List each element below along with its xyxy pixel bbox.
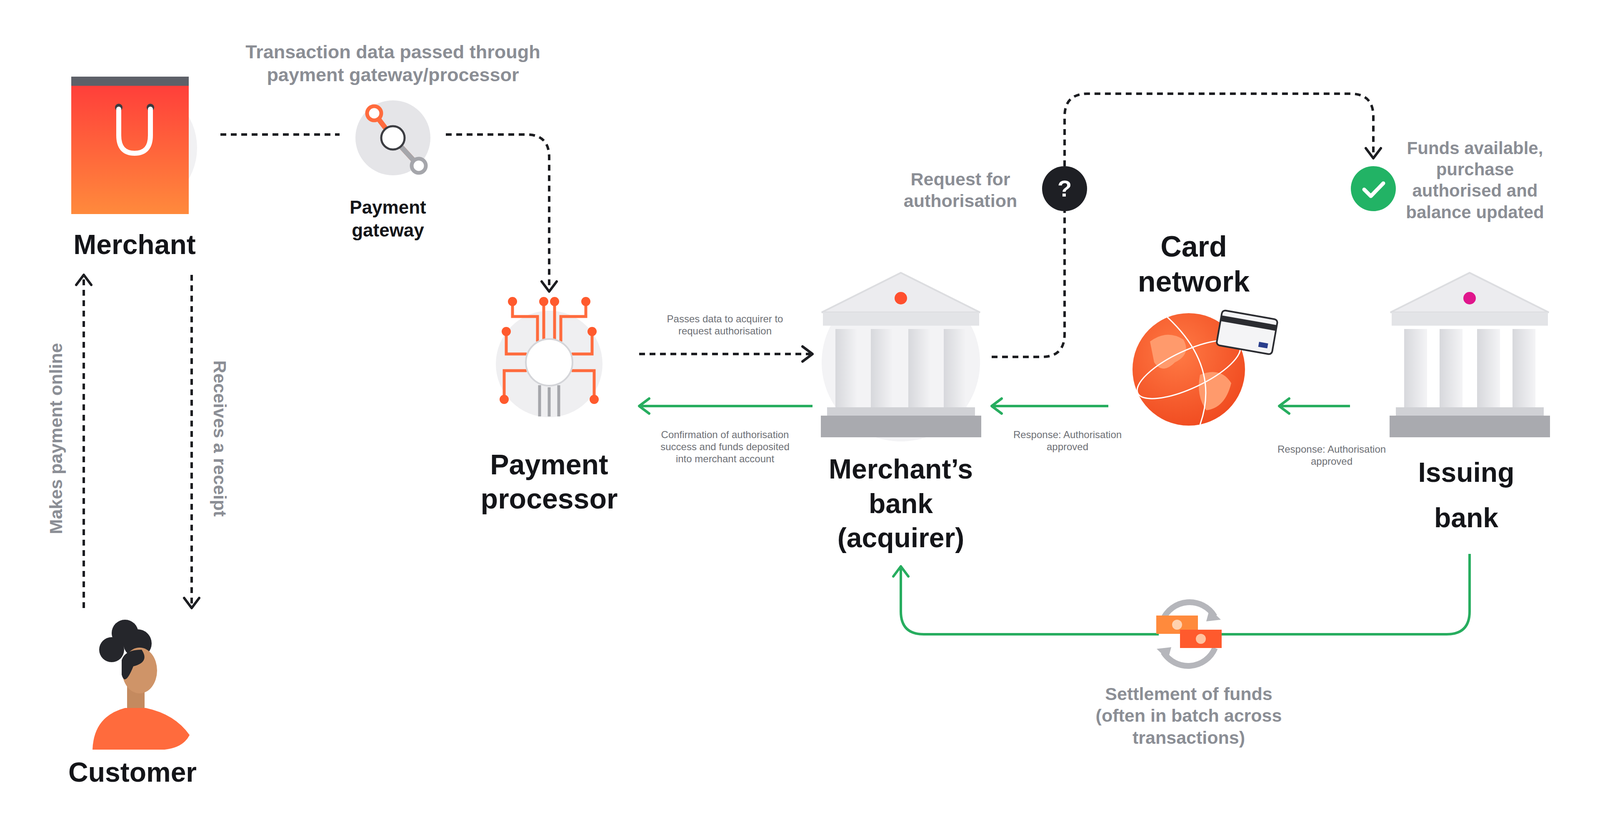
settlement-icon bbox=[1156, 602, 1222, 667]
check-icon bbox=[1350, 166, 1396, 212]
arrow-head bbox=[76, 275, 92, 285]
response-arrow bbox=[991, 398, 1109, 414]
connector-line bbox=[445, 134, 550, 292]
shopping-bag-icon bbox=[71, 76, 198, 215]
request-arrow bbox=[445, 134, 557, 292]
arrow-head bbox=[1365, 148, 1381, 159]
connector-line bbox=[220, 133, 340, 136]
request-arrow bbox=[991, 211, 1065, 358]
request-arrow bbox=[184, 275, 200, 609]
connector-line bbox=[639, 352, 813, 356]
edge-label: Receives a receipt bbox=[208, 360, 231, 517]
connector-line bbox=[1064, 93, 1374, 167]
note-label: Request for authorisation bbox=[889, 168, 1032, 213]
bank-node: Merchant’s bank (acquirer) bbox=[812, 266, 992, 567]
customer-figure bbox=[92, 620, 190, 750]
merchant-node: Merchant bbox=[62, 70, 221, 275]
decision-circle: ? bbox=[1040, 166, 1089, 212]
response-arrow bbox=[893, 554, 1470, 635]
edge-label: Response: Authorisation approved bbox=[1005, 429, 1130, 454]
node-label: ? bbox=[1040, 177, 1089, 201]
arrow-head bbox=[893, 566, 909, 577]
connector-line bbox=[82, 275, 85, 609]
processor-node: Payment processor bbox=[462, 291, 640, 525]
note-label: Funds available, purchase authorised and… bbox=[1393, 137, 1557, 223]
connector-line bbox=[900, 554, 1470, 635]
arrow-head bbox=[639, 398, 650, 414]
connector-line bbox=[1279, 405, 1350, 408]
arrow-head bbox=[184, 598, 200, 609]
node-label: Card network bbox=[1116, 229, 1271, 300]
edge-label: Response: Authorisation approved bbox=[1269, 443, 1395, 468]
node-label: Merchant bbox=[51, 228, 218, 262]
processor-chip-icon bbox=[495, 297, 603, 418]
connector-line bbox=[639, 405, 813, 408]
connector-line bbox=[991, 405, 1109, 408]
bank-icon bbox=[1389, 272, 1550, 438]
customer-node: Customer bbox=[50, 608, 223, 796]
request-arrow bbox=[76, 275, 92, 609]
network-node: Card network bbox=[1108, 225, 1280, 430]
request-arrow bbox=[220, 134, 340, 135]
note-label: Transaction data passed through payment … bbox=[220, 40, 566, 87]
node-label: Payment processor bbox=[461, 447, 637, 516]
connector-line bbox=[991, 211, 1065, 358]
request-arrow bbox=[639, 346, 813, 362]
bank-icon bbox=[820, 272, 982, 442]
node-label: Issuing bank bbox=[1410, 450, 1523, 541]
node-label: Payment gateway bbox=[341, 195, 435, 242]
gateway-node: Payment gateway bbox=[339, 95, 446, 246]
response-arrow bbox=[1279, 398, 1350, 414]
arrow-head bbox=[991, 398, 1002, 414]
edge-label: Makes payment online bbox=[45, 343, 68, 535]
edge-label: Settlement of funds (often in batch acro… bbox=[1080, 683, 1298, 749]
arrow-head bbox=[1279, 398, 1290, 414]
arrow-head bbox=[541, 281, 557, 292]
node-label: Customer bbox=[45, 756, 220, 790]
request-arrow bbox=[1064, 93, 1381, 167]
edge-label: Confirmation of authorisation success an… bbox=[654, 429, 796, 465]
connector-line bbox=[190, 275, 193, 609]
response-arrow bbox=[639, 398, 813, 414]
edge-label: Passes data to acquirer to request autho… bbox=[650, 313, 800, 338]
globe-icon bbox=[1130, 310, 1278, 426]
arrow-head bbox=[802, 346, 813, 362]
gateway-icon bbox=[355, 100, 431, 176]
node-label: Merchant’s bank (acquirer) bbox=[815, 452, 987, 556]
